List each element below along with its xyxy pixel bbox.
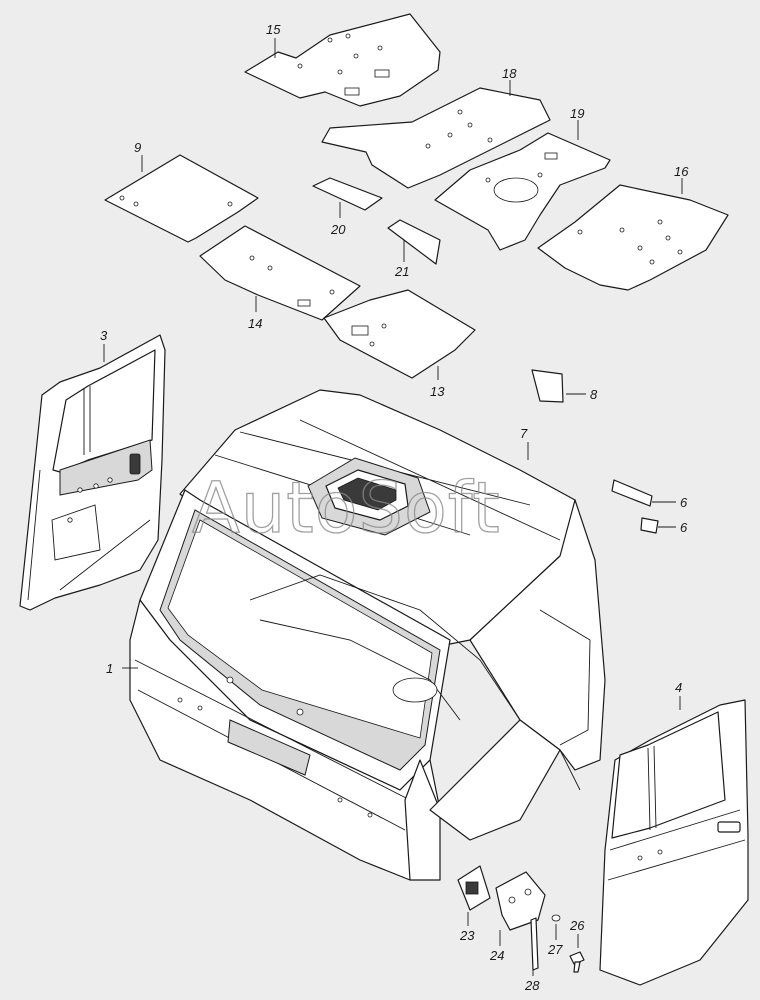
callout-16: 15 — [266, 22, 281, 37]
pad-7 — [640, 517, 659, 534]
nut-27 — [551, 914, 561, 922]
callout-27: 27 — [547, 942, 563, 957]
mat-16 — [244, 13, 441, 107]
watermark: AutoSoft — [192, 467, 501, 549]
callout-3: 3 — [100, 328, 108, 343]
callout-20: 20 — [330, 222, 346, 237]
mat-19 — [434, 132, 611, 251]
callout-17: 16 — [674, 164, 689, 179]
hinge-24 — [495, 871, 546, 931]
callout-9: 8 — [590, 387, 598, 402]
callout-19: 19 — [570, 106, 584, 121]
cab-body-1 — [129, 389, 606, 881]
callout-14: 13 — [430, 384, 445, 399]
mat-17 — [537, 184, 729, 291]
right-door-4 — [599, 699, 749, 986]
callout-21: 21 — [394, 264, 409, 279]
leaders — [103, 38, 683, 976]
callout-26: 26 — [569, 918, 585, 933]
callout-4: 4 — [675, 680, 682, 695]
mat-14 — [323, 289, 476, 379]
plate-9 — [531, 369, 564, 403]
mat-18 — [321, 87, 551, 189]
strip-20 — [312, 177, 383, 211]
left-door-3 — [19, 334, 166, 611]
plate-23 — [457, 865, 491, 911]
callout-labels: 15 18 19 16 9 20 21 14 13 8 3 1 7 6 6 4 … — [100, 22, 689, 993]
strip-6 — [611, 479, 653, 507]
callout-23: 23 — [459, 928, 475, 943]
callout-13: 9 — [134, 140, 141, 155]
mat-15 — [199, 225, 361, 321]
callout-15: 14 — [248, 316, 262, 331]
mat-13 — [104, 154, 259, 243]
callout-28: 28 — [524, 978, 540, 993]
callout-6: 6 — [680, 495, 688, 510]
strip-21 — [387, 219, 441, 265]
callout-7: 6 — [680, 520, 688, 535]
callout-8: 7 — [520, 426, 528, 441]
bolt-26 — [569, 951, 585, 973]
pin-28 — [530, 917, 539, 971]
callout-24: 24 — [489, 948, 504, 963]
callout-18: 18 — [502, 66, 517, 81]
callout-1: 1 — [106, 661, 113, 676]
